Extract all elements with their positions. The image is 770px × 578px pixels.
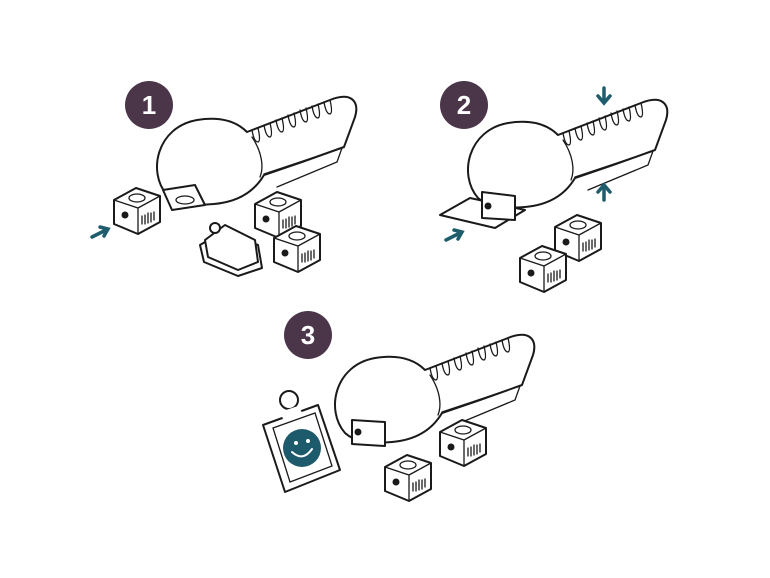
stamp-cube-icon bbox=[519, 245, 567, 293]
arrow-icon bbox=[444, 228, 465, 242]
step-1: 1 bbox=[90, 81, 358, 277]
step-1-badge: 1 bbox=[125, 81, 173, 129]
step-2-badge: 2 bbox=[440, 81, 488, 129]
step-3: 3 bbox=[262, 311, 536, 502]
smiley-card-icon bbox=[262, 390, 341, 493]
tool-tray bbox=[162, 184, 206, 211]
stamp-cube-icon bbox=[439, 419, 487, 467]
svg-text:3: 3 bbox=[301, 320, 315, 350]
tool-icon bbox=[467, 98, 669, 209]
blank-card-icon bbox=[199, 222, 263, 277]
arrow-icon bbox=[90, 225, 111, 239]
arrow-up-icon bbox=[596, 182, 612, 202]
svg-text:1: 1 bbox=[142, 90, 156, 120]
step-2: 2 bbox=[439, 81, 669, 293]
stamp-cube-icon bbox=[113, 187, 161, 235]
stamp-cube-icon bbox=[384, 454, 432, 502]
arrow-down-icon bbox=[596, 86, 612, 106]
step-3-badge: 3 bbox=[284, 311, 332, 359]
svg-text:2: 2 bbox=[457, 90, 471, 120]
